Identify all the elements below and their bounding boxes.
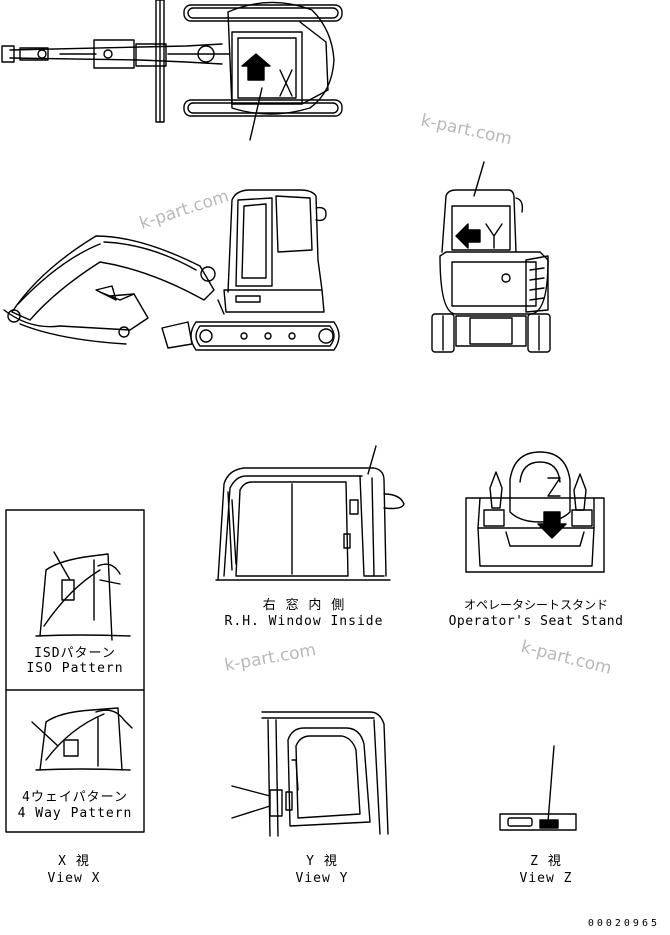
view-x-label-en: View X bbox=[47, 871, 101, 886]
top-view-excavator bbox=[2, 0, 342, 140]
side-view-excavator bbox=[4, 190, 339, 350]
four-way-pattern-label-jp: 4ウェイパターン bbox=[22, 790, 128, 805]
seat-stand-label-en: Operator's Seat Stand bbox=[448, 614, 624, 629]
view-x-label-jp: X 視 bbox=[58, 854, 90, 869]
rh-window-inside-drawing bbox=[216, 446, 404, 580]
rear-view-excavator bbox=[432, 162, 550, 352]
rh-window-label-en: R.H. Window Inside bbox=[224, 614, 384, 629]
view-y-drawing bbox=[232, 712, 388, 836]
seat-stand-drawing bbox=[466, 452, 604, 572]
iso-pattern-label-jp: ISDパターン bbox=[34, 646, 116, 661]
view-y-label-jp: Y 視 bbox=[306, 854, 338, 869]
view-x-box bbox=[6, 510, 144, 832]
seat-stand-label-jp: オペレータシートスタンド bbox=[463, 598, 608, 612]
rh-window-label-jp: 右 窓 内 側 bbox=[262, 598, 346, 613]
iso-pattern-label-en: ISO Pattern bbox=[26, 661, 124, 676]
document-number: 00020965 bbox=[587, 918, 660, 929]
view-y-label-en: View Y bbox=[295, 871, 349, 886]
view-z-drawing bbox=[500, 746, 576, 830]
four-way-pattern-label-en: 4 Way Pattern bbox=[17, 806, 133, 821]
view-z-label-jp: Z 視 bbox=[530, 854, 562, 869]
view-z-label-en: View Z bbox=[519, 871, 573, 886]
